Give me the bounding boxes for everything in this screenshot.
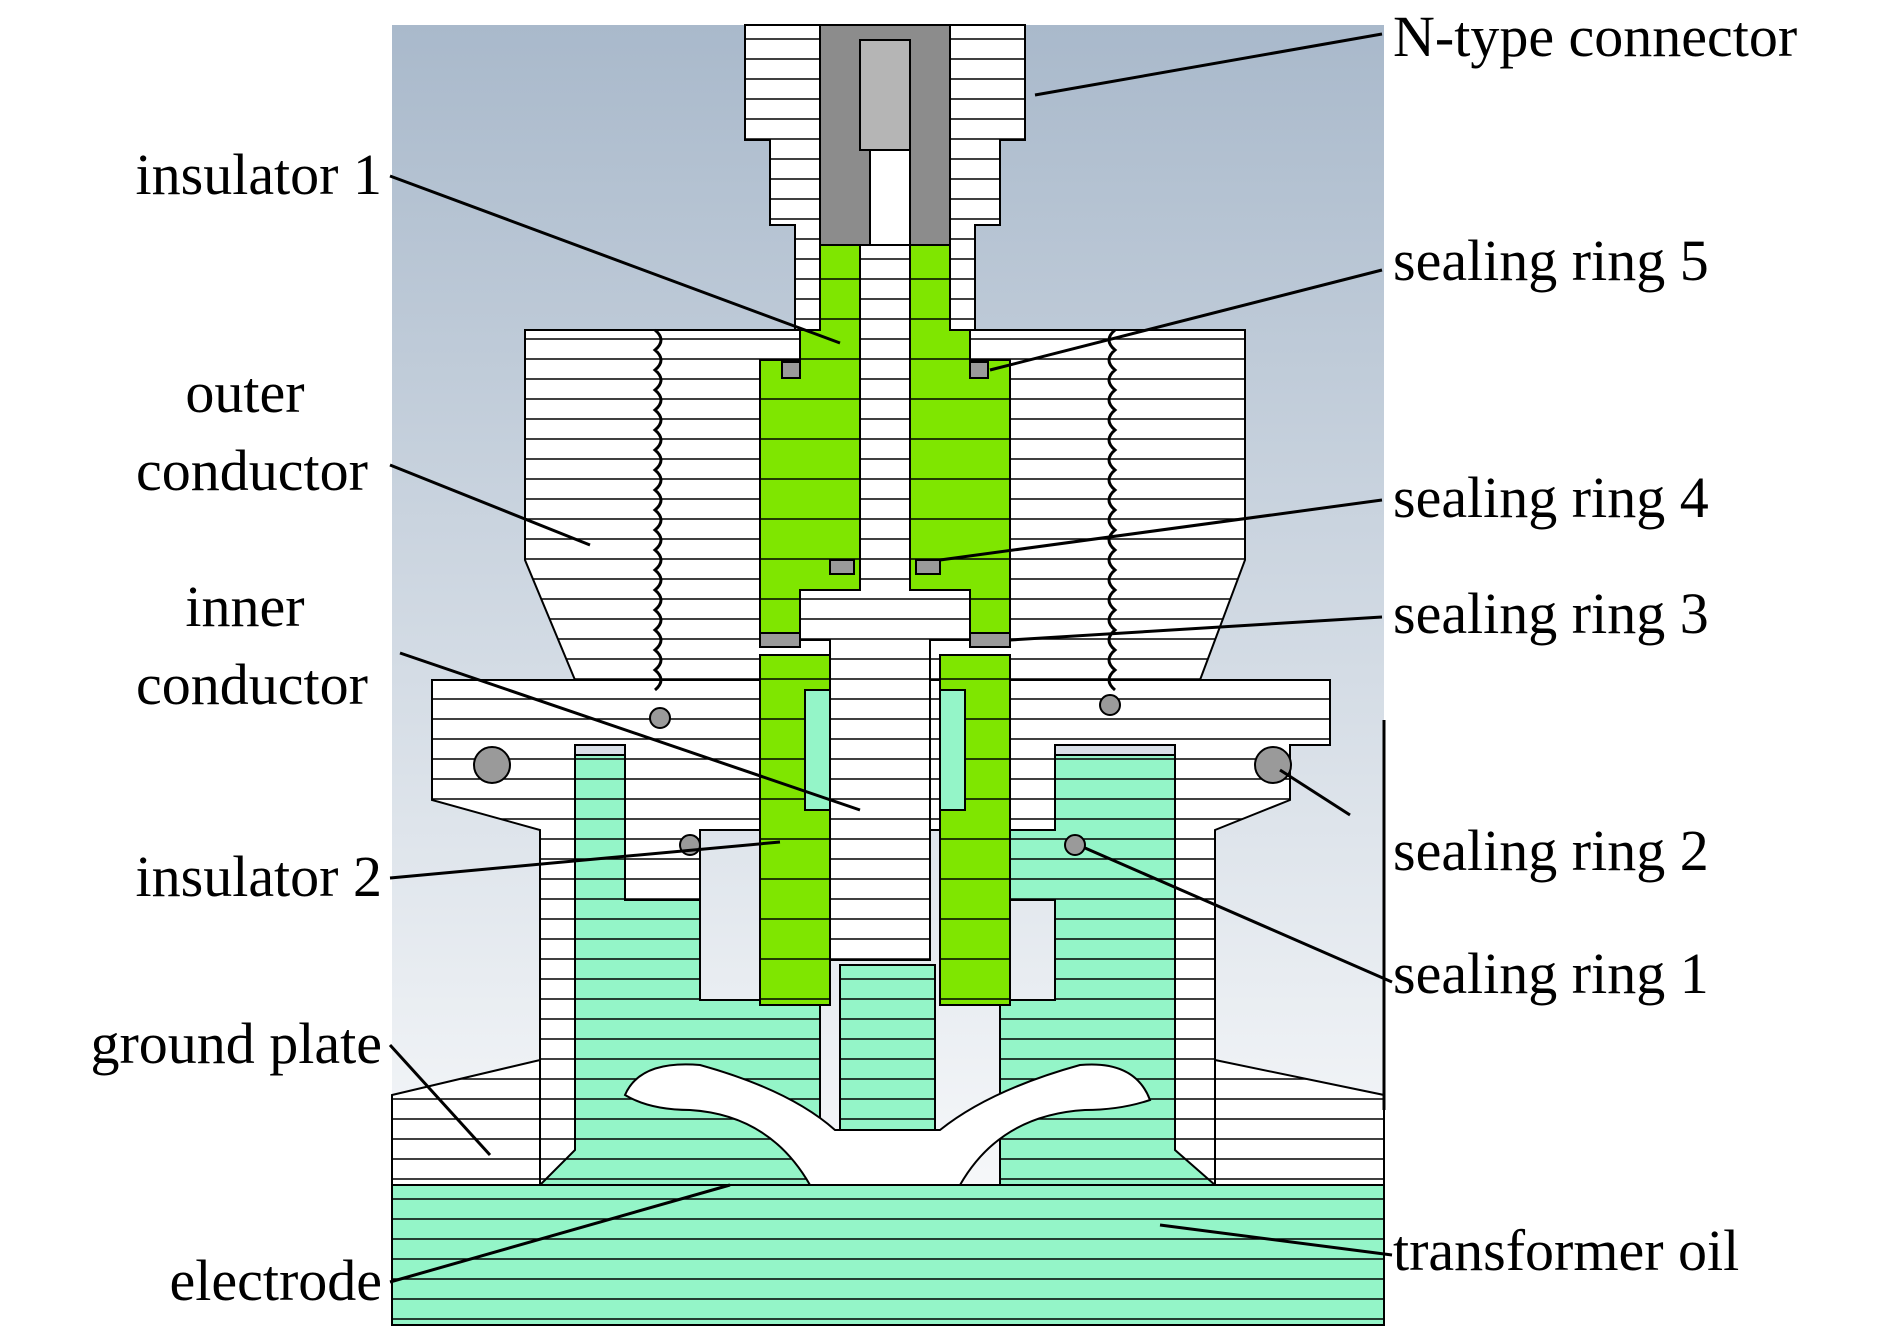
leader-n-type-connector [1034,32,1383,97]
transformer-oil-region [391,1184,1385,1326]
label-outer-conductor: conductor [136,438,368,503]
leader-transformer-oil [1159,1223,1393,1257]
thread-left [652,328,663,692]
label-transformer-oil: transformer oil [1393,1218,1739,1283]
sealing-ring-4-right [915,559,941,575]
label-electrode: electrode [169,1248,382,1313]
sealing-ring-3 [759,632,801,648]
leader-sealing-ring-5 [989,268,1383,372]
leader-sealing-ring-2 [1279,768,1351,817]
sealing-ring-3-right [969,632,1011,648]
thread-right [1107,328,1118,692]
leader-inner-conductor [399,651,861,812]
leader-outer-conductor [389,463,591,547]
label-sealing-ring-5: sealing ring 5 [1393,228,1709,293]
thread-seal-right [1099,694,1121,716]
label-inner: inner [185,574,304,639]
label-n-type-connector: N-type connector [1393,4,1797,69]
leader-sealing-ring-3 [1009,615,1383,642]
sealing-ring-2 [1254,746,1292,784]
sealing-ring-5-right [969,361,989,379]
label-insulator-2: insulator 2 [136,844,382,909]
label-sealing-ring-2: sealing ring 2 [1393,818,1709,883]
sealing-ring-1 [1064,834,1086,856]
label-sealing-ring-3: sealing ring 3 [1393,581,1709,646]
sealing-ring-5 [781,361,801,379]
inner-conductor [799,244,971,961]
leader-ground-plate [388,1043,492,1157]
thread-seal-left [649,707,671,729]
label-sealing-ring-4: sealing ring 4 [1393,465,1709,530]
leader-sealing-ring-4 [939,498,1383,562]
sealing-ring-4 [829,559,855,575]
label-inner-conductor: conductor [136,652,368,717]
leader-electrode [389,1183,731,1284]
sealing-ring-2-left [473,746,511,784]
leader-insulator-1 [389,174,841,345]
oil-channel-right [939,689,966,811]
label-ground-plate: ground plate [90,1011,382,1076]
connector-pin-slot [859,39,911,151]
leader-insulator-2 [389,840,781,880]
leader-sealing-ring-1 [1084,846,1393,984]
label-insulator-1: insulator 1 [136,142,382,207]
electrode [623,1063,1152,1186]
label-sealing-ring-1: sealing ring 1 [1393,941,1709,1006]
connector-pin-core [869,149,911,251]
oil-channel-left [804,689,831,811]
label-outer: outer [185,360,304,425]
